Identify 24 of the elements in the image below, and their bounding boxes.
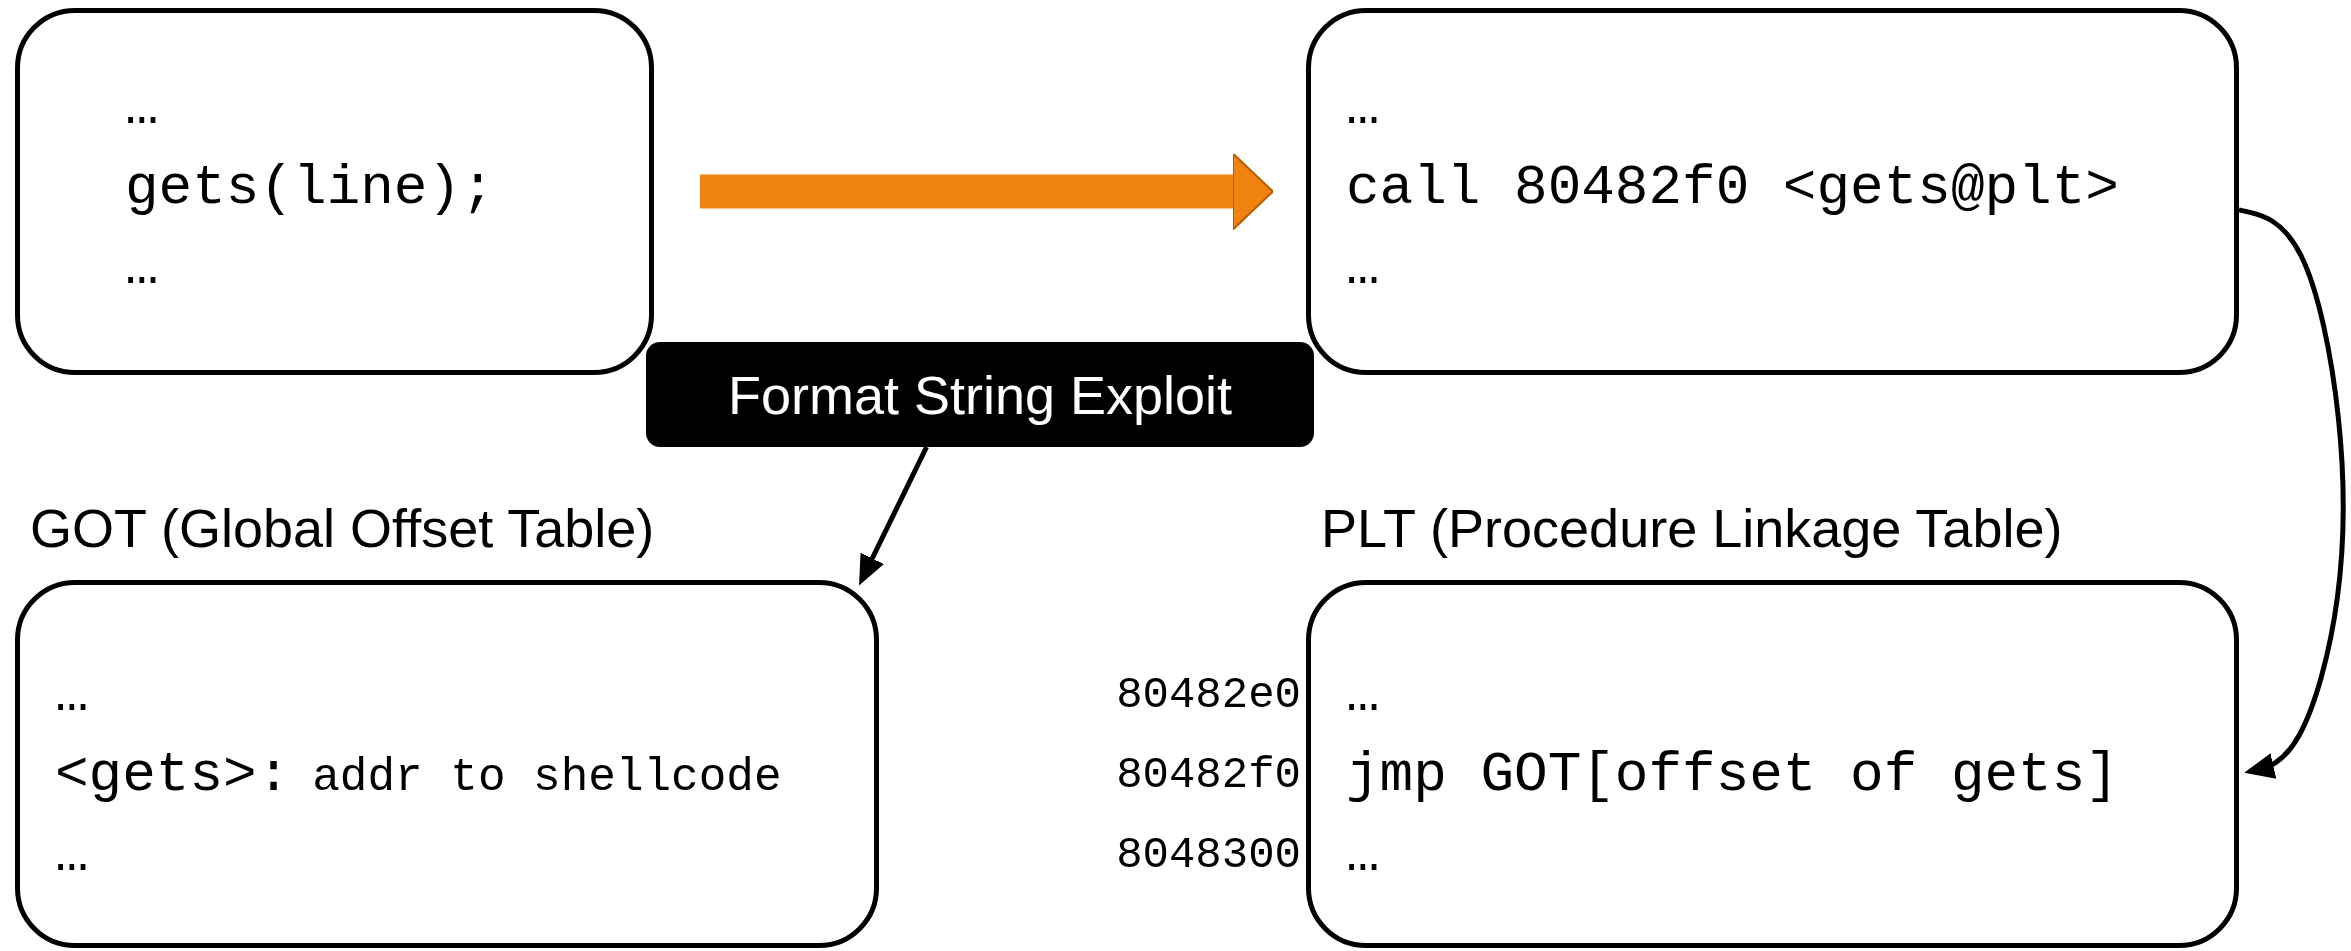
code-text: … [1346, 235, 1380, 302]
exploit-label: Format String Exploit [646, 342, 1314, 447]
address-label: 80482e0 [1116, 669, 1301, 722]
code-box [1306, 8, 2239, 375]
code-text: addr to shellcode [312, 751, 782, 806]
code-text: … [1346, 662, 1380, 729]
code-text: … [55, 822, 89, 889]
code-text: … [125, 235, 159, 302]
code-text: <gets>: [55, 742, 291, 809]
code-text: … [125, 75, 159, 142]
code-text: jmp GOT[offset of gets] [1346, 742, 2119, 809]
address-label: 8048300 [1116, 829, 1301, 882]
code-text: call 80482f0 <gets@plt> [1346, 155, 2119, 222]
arrow [2238, 207, 2346, 779]
code-box [15, 8, 654, 375]
code-text: gets(line); [125, 155, 495, 222]
arrow [859, 445, 929, 586]
table-heading: PLT (Procedure Linkage Table) [1321, 497, 2063, 560]
block-arrow [700, 152, 1274, 231]
code-text: … [1346, 75, 1380, 142]
table-heading: GOT (Global Offset Table) [30, 497, 655, 560]
code-text: … [55, 662, 89, 729]
address-label: 80482f0 [1116, 749, 1301, 802]
code-text: … [1346, 822, 1380, 889]
